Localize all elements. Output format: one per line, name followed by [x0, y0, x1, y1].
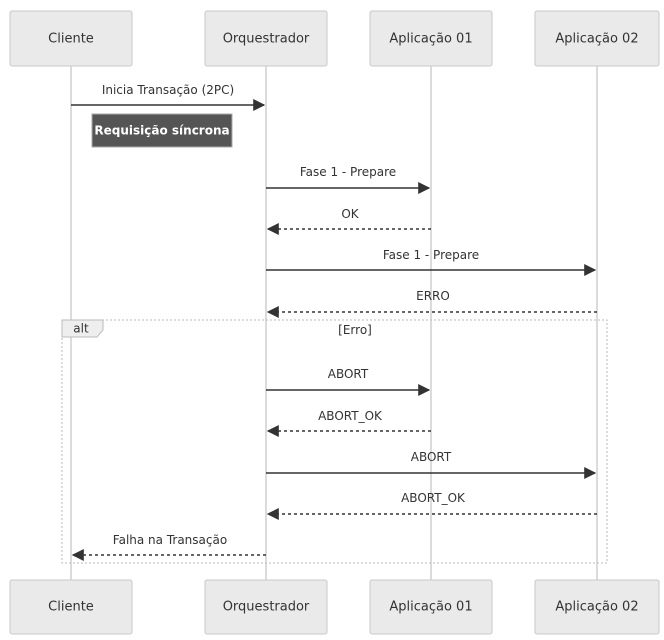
- actor-label: Aplicação 02: [555, 32, 638, 47]
- actor-top-aplicacao-02: Aplicação 02: [534, 10, 660, 67]
- actor-label: Orquestrador: [223, 600, 310, 615]
- actor-top-orquestrador: Orquestrador: [204, 10, 328, 67]
- actor-bottom-orquestrador: Orquestrador: [204, 579, 328, 635]
- message-label: ERRO: [416, 289, 450, 303]
- alt-frame: alt [Erro]: [61, 319, 608, 564]
- message-label: ABORT_OK: [401, 491, 466, 505]
- message-label: ABORT: [411, 450, 452, 464]
- message-label: Fase 1 - Prepare: [300, 165, 396, 179]
- message-label: ABORT_OK: [318, 409, 383, 423]
- actor-top-aplicacao-01: Aplicação 01: [369, 10, 493, 67]
- actor-top-cliente: Cliente: [9, 10, 133, 67]
- message-label: Inicia Transação (2PC): [102, 83, 234, 97]
- actor-label: Cliente: [48, 600, 94, 615]
- alt-condition: [Erro]: [338, 323, 372, 337]
- message-label: Falha na Transação: [113, 533, 227, 547]
- actor-label: Aplicação 01: [389, 600, 472, 615]
- message-label: OK: [341, 207, 359, 221]
- note-text: Requisição síncrona: [94, 124, 229, 138]
- actor-label: Aplicação 02: [555, 600, 638, 615]
- actor-bottom-aplicacao-02: Aplicação 02: [534, 579, 660, 635]
- message-label: ABORT: [328, 367, 369, 381]
- actor-bottom-cliente: Cliente: [9, 579, 133, 635]
- note-requisicao-sincrona: Requisição síncrona: [91, 113, 233, 148]
- actor-bottom-aplicacao-01: Aplicação 01: [369, 579, 493, 635]
- alt-keyword: alt: [73, 322, 89, 336]
- message-label: Fase 1 - Prepare: [383, 248, 479, 262]
- actor-label: Cliente: [48, 32, 94, 47]
- actor-label: Orquestrador: [223, 32, 310, 47]
- actor-label: Aplicação 01: [389, 32, 472, 47]
